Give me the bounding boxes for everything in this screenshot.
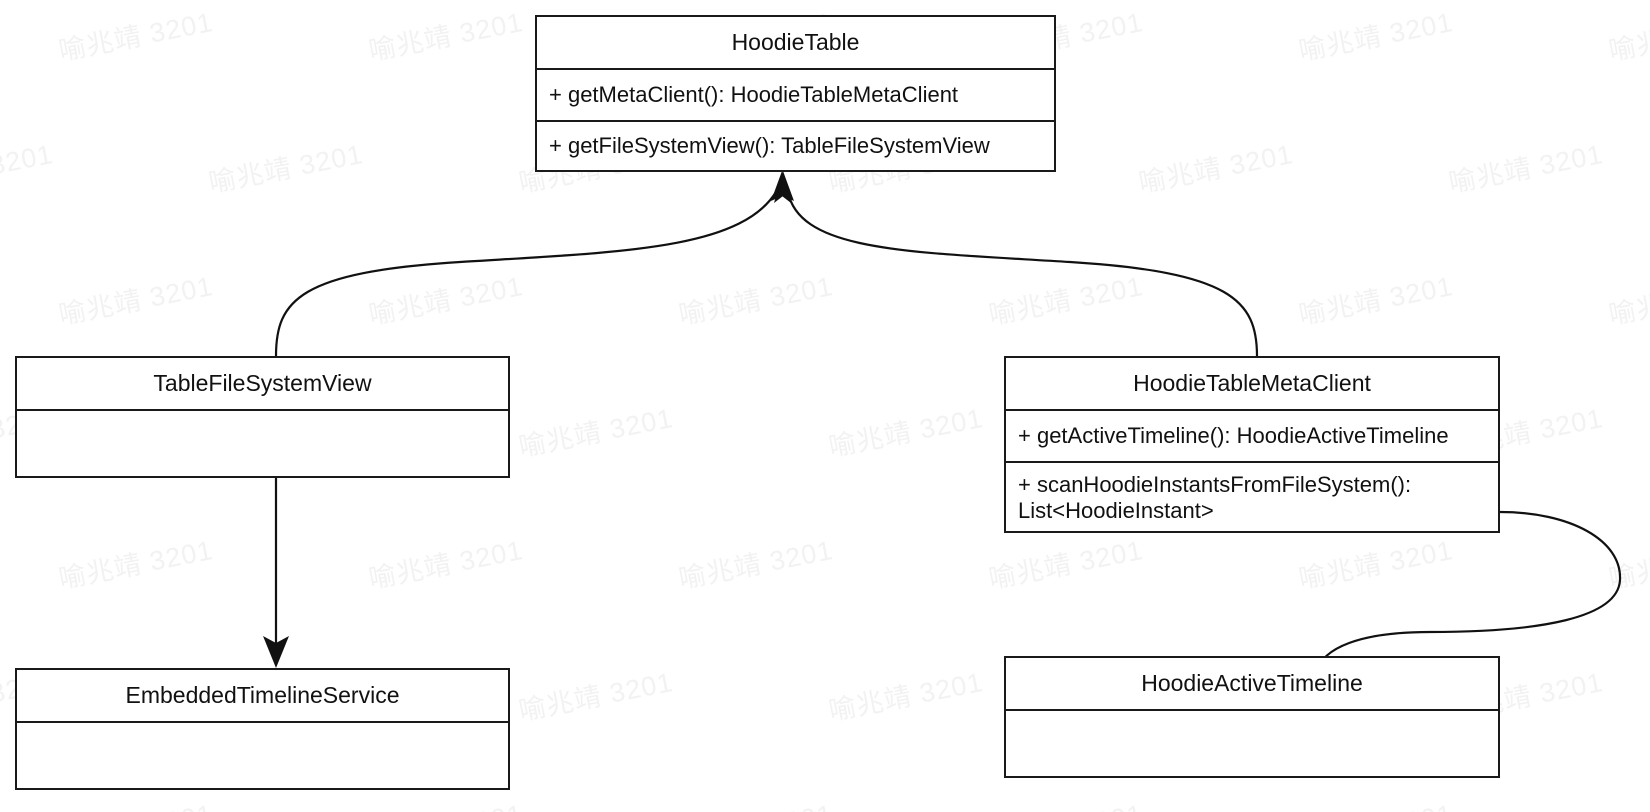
class-members-hoodie-table: + getMetaClient(): HoodieTableMetaClient… — [537, 70, 1054, 170]
class-members-embedded-timeline-service — [17, 723, 508, 788]
edge-hoodietablemetaclient-to-hoodietable — [774, 171, 1259, 357]
class-name-hoodie-table-meta-client: HoodieTableMetaClient — [1133, 369, 1371, 396]
class-members-table-file-system-view — [17, 411, 508, 476]
class-members-hoodie-table-meta-client: + getActiveTimeline(): HoodieActiveTimel… — [1006, 411, 1498, 533]
class-box-hoodie-table-meta-client[interactable]: HoodieTableMetaClient + getActiveTimelin… — [1004, 356, 1500, 533]
class-name-table-file-system-view: TableFileSystemView — [153, 369, 372, 396]
class-box-table-file-system-view[interactable]: TableFileSystemView — [15, 356, 510, 478]
class-divider — [537, 68, 1054, 70]
class-member: + getActiveTimeline(): HoodieActiveTimel… — [1018, 422, 1449, 448]
class-members-hoodie-active-timeline — [1006, 711, 1498, 776]
class-name-embedded-timeline-service: EmbeddedTimelineService — [125, 681, 400, 708]
edge-tablefilesystemview-to-hoodietable — [274, 171, 791, 357]
class-divider — [17, 409, 508, 411]
class-box-hoodie-active-timeline[interactable]: HoodieActiveTimeline — [1004, 656, 1500, 778]
class-divider — [1006, 409, 1498, 411]
class-name-hoodie-table: HoodieTable — [731, 28, 860, 55]
class-member: + scanHoodieInstantsFromFileSystem(): Li… — [1006, 461, 1498, 533]
class-divider — [17, 721, 508, 723]
class-name-hoodie-active-timeline: HoodieActiveTimeline — [1141, 669, 1363, 696]
class-divider — [1006, 709, 1498, 711]
class-box-embedded-timeline-service[interactable]: EmbeddedTimelineService — [15, 668, 510, 790]
class-member: + getMetaClient(): HoodieTableMetaClient — [549, 81, 959, 107]
class-box-hoodie-table[interactable]: HoodieTable + getMetaClient(): HoodieTab… — [535, 15, 1056, 172]
edge-tablefilesystemview-to-embeddedtimelineservice — [263, 478, 289, 668]
class-member: + getFileSystemView(): TableFileSystemVi… — [537, 120, 1054, 170]
